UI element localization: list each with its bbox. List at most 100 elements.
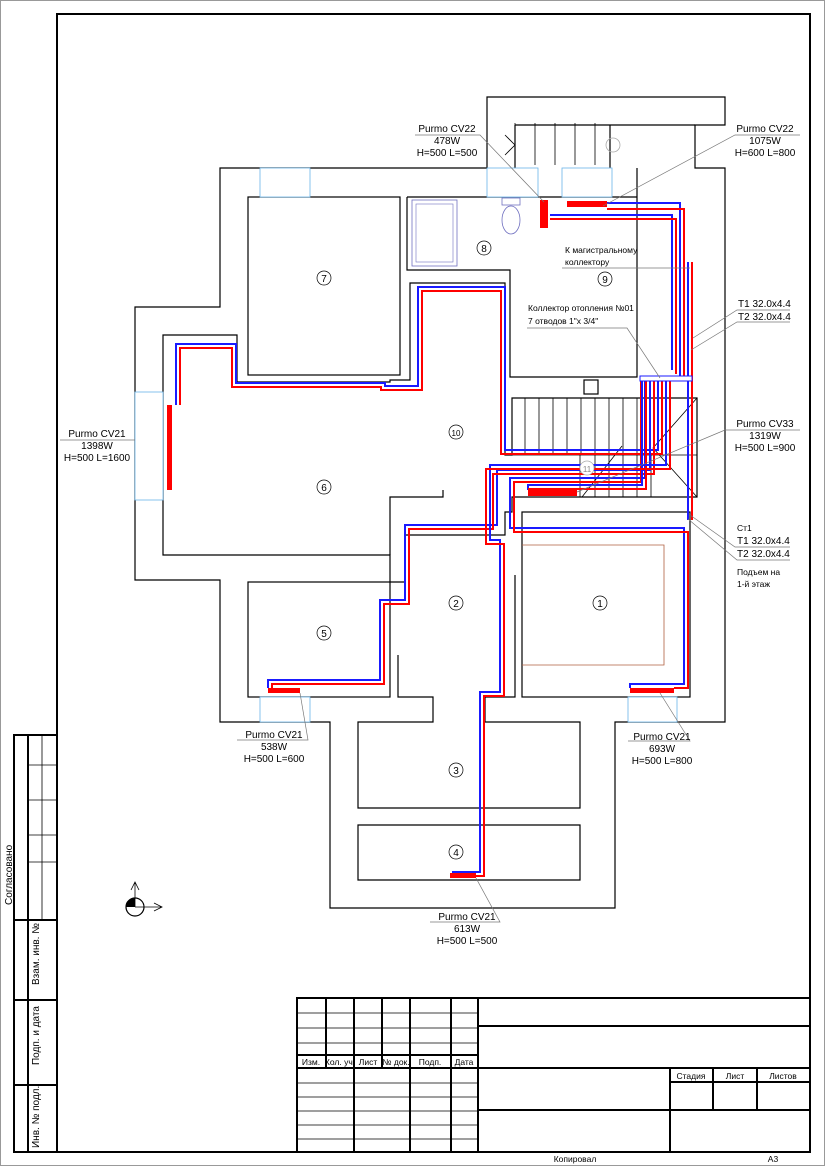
svg-text:H=500 L=1600: H=500 L=1600 <box>64 453 131 464</box>
format-label: А3 <box>768 1154 779 1164</box>
header-doc-no: № док. <box>382 1057 409 1067</box>
room-11: 11 <box>579 460 595 476</box>
label-cv21-693: Purmo CV21 693W H=500 L=800 <box>632 732 693 767</box>
label-cv22-1075: Purmo CV22 1075W H=600 L=800 <box>735 124 796 159</box>
svg-text:10: 10 <box>452 429 461 438</box>
note-collector-1: Коллектор отопления №01 <box>528 303 634 313</box>
room-4: 4 <box>448 844 464 860</box>
room-1: 1 <box>592 595 608 611</box>
radiator-cv21-693 <box>630 688 674 693</box>
radiator-cv21-613 <box>450 873 476 878</box>
note-t1-top: T1 32.0x4.4 <box>738 299 791 310</box>
room-7-walls <box>247 196 401 376</box>
radiator-cv21-538 <box>268 688 300 693</box>
svg-text:Purmo CV21: Purmo CV21 <box>633 732 691 743</box>
svg-text:7: 7 <box>321 274 327 285</box>
svg-text:1398W: 1398W <box>81 441 113 452</box>
svg-text:4: 4 <box>453 848 459 859</box>
radiator-labels: Purmo CV22 478W H=500 L=500 Purmo CV22 1… <box>64 124 796 947</box>
room-7: 7 <box>316 270 332 286</box>
stamp-sign-date: Подп. и дата <box>31 1006 42 1065</box>
radiator-cv22-1075 <box>567 201 607 207</box>
note-main-collector-1: К магистральному <box>565 245 638 255</box>
windows <box>134 167 678 723</box>
svg-text:3: 3 <box>453 766 459 777</box>
room-numbers: 1 2 3 4 5 6 7 8 9 10 11 <box>316 240 613 860</box>
room-5: 5 <box>316 625 332 641</box>
stamp-inv-orig: Инв. № подл. <box>31 1086 42 1148</box>
svg-text:Purmo CV21: Purmo CV21 <box>68 429 126 440</box>
svg-text:1319W: 1319W <box>749 431 781 442</box>
note-t2-top: T2 32.0x4.4 <box>738 312 791 323</box>
label-cv21-538: Purmo CV21 538W H=500 L=600 <box>244 730 305 765</box>
svg-text:613W: 613W <box>454 924 481 935</box>
pipe-notes: К магистральному коллектору Коллектор от… <box>528 245 791 589</box>
bathroom-fixtures <box>411 197 521 267</box>
toilet <box>501 205 521 235</box>
svg-text:693W: 693W <box>649 744 676 755</box>
svg-text:Purmo CV21: Purmo CV21 <box>245 730 303 741</box>
svg-text:H=500 L=500: H=500 L=500 <box>437 936 498 947</box>
header-date: Дата <box>455 1057 474 1067</box>
svg-text:9: 9 <box>602 275 608 286</box>
radiator-cv22-478 <box>540 200 548 228</box>
title-block: Изм. Кол. уч. Лист № док. Подп. Дата Ста… <box>296 997 811 1164</box>
radiator-cv33-1319 <box>528 488 577 496</box>
heating-collector <box>639 375 693 382</box>
note-collector-2: 7 отводов 1"х 3/4" <box>528 316 598 326</box>
note-rise-1: Подъем на <box>737 567 780 577</box>
svg-text:478W: 478W <box>434 136 461 147</box>
svg-text:6: 6 <box>321 483 327 494</box>
header-qty: Кол. уч. <box>325 1057 355 1067</box>
header-change: Изм. <box>302 1057 320 1067</box>
copied-label: Копировал <box>554 1154 597 1164</box>
room-2: 2 <box>448 595 464 611</box>
svg-text:11: 11 <box>583 465 592 474</box>
room-6: 6 <box>316 479 332 495</box>
note-t1-bottom: T1 32.0x4.4 <box>737 536 790 547</box>
drawing-frame <box>56 13 811 1153</box>
svg-text:1075W: 1075W <box>749 136 781 147</box>
room-9: 9 <box>597 271 613 287</box>
label-cv21-1398: Purmo CV21 1398W H=500 L=1600 <box>64 429 131 464</box>
header-sheet: Лист <box>359 1057 378 1067</box>
svg-text:Purmo CV22: Purmo CV22 <box>418 124 476 135</box>
shower-tray <box>411 199 458 267</box>
svg-text:Purmo CV21: Purmo CV21 <box>438 912 496 923</box>
svg-text:H=500 L=800: H=500 L=800 <box>632 756 693 767</box>
sheet-label: Лист <box>726 1071 745 1081</box>
svg-text:H=500 L=500: H=500 L=500 <box>417 148 478 159</box>
svg-text:Purmo CV33: Purmo CV33 <box>736 419 794 430</box>
room-8: 8 <box>476 240 492 256</box>
svg-text:538W: 538W <box>261 742 288 753</box>
room-5-walls <box>247 581 391 698</box>
side-stamp: Согласовано Взам. инв. № Подп. и дата Ин… <box>4 734 58 1153</box>
note-main-collector-2: коллектору <box>565 257 610 267</box>
room-3: 3 <box>448 762 464 778</box>
room-1-walls <box>521 511 691 698</box>
svg-text:2: 2 <box>453 599 459 610</box>
heating-pipes <box>175 202 693 877</box>
stamp-replace-inv: Взам. инв. № <box>31 923 42 985</box>
label-cv21-613: Purmo CV21 613W H=500 L=500 <box>437 912 498 947</box>
label-cv33-1319: Purmo CV33 1319W H=500 L=900 <box>735 419 796 454</box>
svg-text:1: 1 <box>597 599 603 610</box>
svg-text:8: 8 <box>481 244 487 255</box>
note-rise-2: 1-й этаж <box>737 579 770 589</box>
svg-text:H=600 L=800: H=600 L=800 <box>735 148 796 159</box>
room-10: 10 <box>448 424 464 440</box>
compass-icon <box>125 881 163 917</box>
svg-text:H=500 L=900: H=500 L=900 <box>735 443 796 454</box>
leader-lines <box>60 134 800 923</box>
svg-text:Purmo CV22: Purmo CV22 <box>736 124 794 135</box>
svg-text:5: 5 <box>321 629 327 640</box>
note-t2-bottom: T2 32.0x4.4 <box>737 549 790 560</box>
radiator-cv21-1398 <box>167 405 172 490</box>
radiators <box>167 200 674 878</box>
sheets-label: Листов <box>769 1071 797 1081</box>
stamp-agreed: Согласовано <box>4 844 15 905</box>
label-cv22-478: Purmo CV22 478W H=500 L=500 <box>417 124 478 159</box>
svg-text:H=500 L=600: H=500 L=600 <box>244 754 305 765</box>
